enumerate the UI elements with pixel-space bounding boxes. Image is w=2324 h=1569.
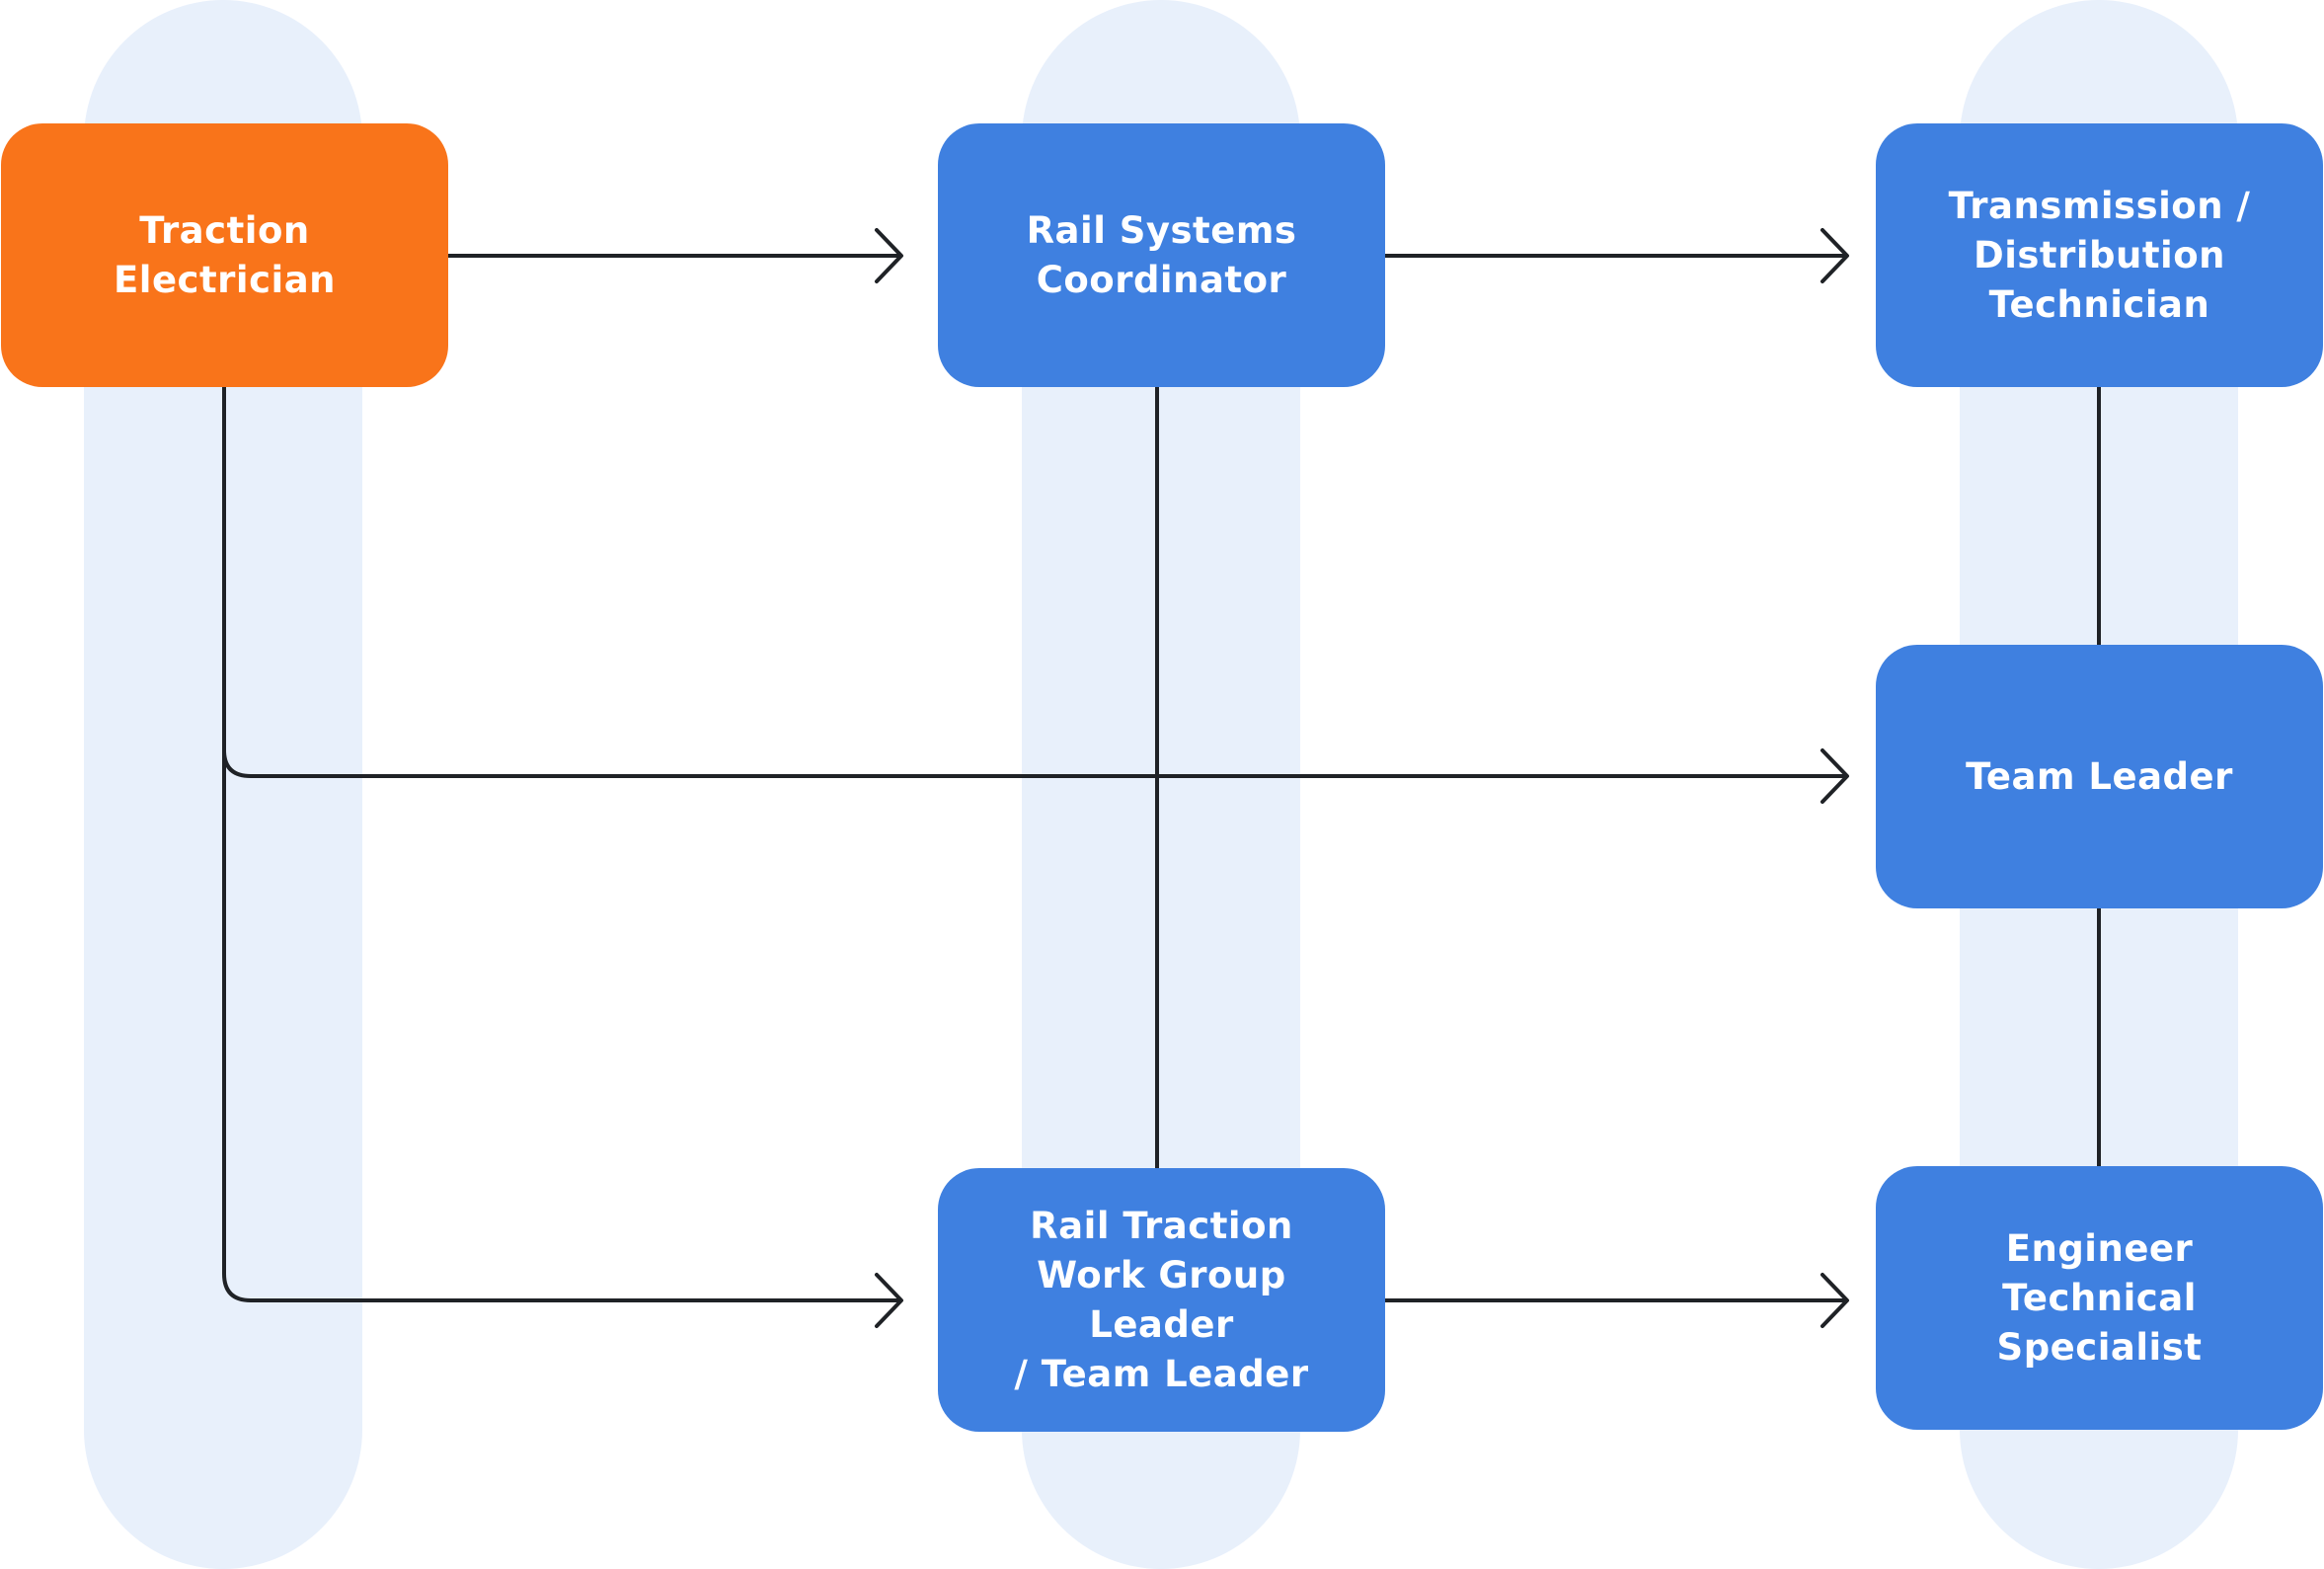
node-label: Transmission / Distribution Technician bbox=[1948, 184, 2251, 326]
node-engineer-technical-specialist: Engineer Technical Specialist bbox=[1876, 1166, 2323, 1430]
node-label: Rail Traction Work Group Leader / Team L… bbox=[1014, 1204, 1309, 1395]
node-label: Rail Systems Coordinator bbox=[1026, 208, 1297, 301]
node-team-leader: Team Leader bbox=[1876, 645, 2323, 908]
node-rail-traction-work-group-leader: Rail Traction Work Group Leader / Team L… bbox=[938, 1168, 1385, 1432]
arrowhead-transmission bbox=[1820, 228, 1849, 283]
node-transmission-distribution-technician: Transmission / Distribution Technician bbox=[1876, 123, 2323, 387]
arrowhead-work-group-leader bbox=[875, 1273, 903, 1328]
node-traction-electrician: Traction Electrician bbox=[1, 123, 448, 387]
arrowhead-coordinator bbox=[875, 228, 903, 283]
arrowhead-engineer bbox=[1820, 1273, 1849, 1328]
connector-electrician-to-team-leader bbox=[222, 748, 1848, 778]
node-label: Traction Electrician bbox=[113, 208, 337, 301]
arrowhead-team-leader bbox=[1820, 748, 1849, 804]
node-label: Team Leader bbox=[1966, 754, 2233, 798]
node-rail-systems-coordinator: Rail Systems Coordinator bbox=[938, 123, 1385, 387]
connector-electrician-trunk bbox=[222, 385, 902, 1302]
node-label: Engineer Technical Specialist bbox=[1996, 1226, 2203, 1369]
